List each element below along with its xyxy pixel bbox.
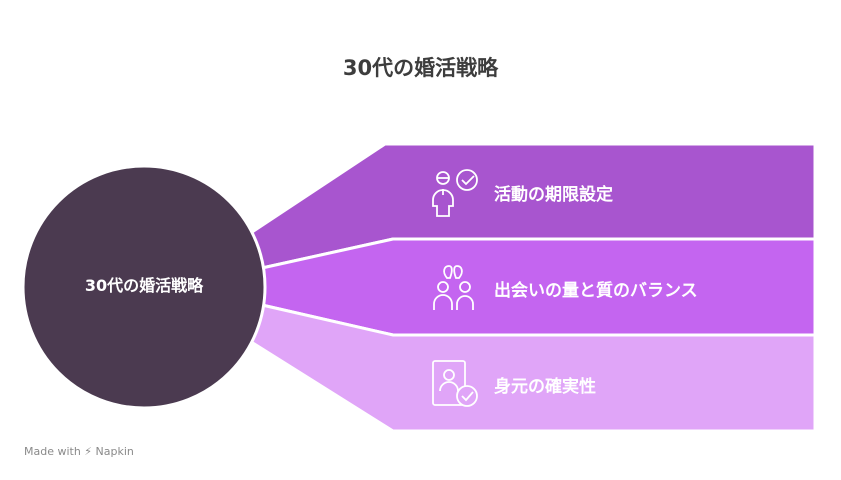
item-label-1: 活動の期限設定 xyxy=(494,185,613,205)
item-label-2: 出会いの量と質のバランス xyxy=(494,281,698,301)
id-verify-icon xyxy=(432,360,478,407)
center-label: 30代の婚活戦略 xyxy=(84,276,204,295)
napkin-footer[interactable]: Made with ⚡ Napkin xyxy=(24,445,134,458)
person-check-icon xyxy=(432,169,478,217)
diagram-title: 30代の婚活戦略 xyxy=(342,56,499,80)
couple-icon xyxy=(433,265,474,310)
center-circle xyxy=(21,164,267,410)
item-label-3: 身元の確実性 xyxy=(494,377,596,397)
